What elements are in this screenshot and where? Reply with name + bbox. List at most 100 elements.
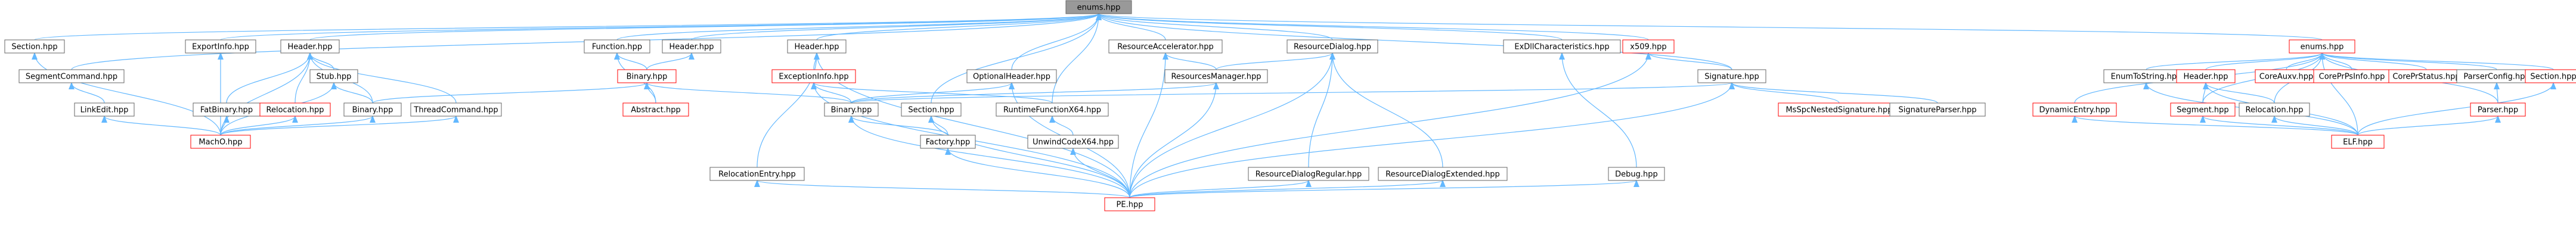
node-exdll[interactable]: ExDllCharacteristics.hpp: [1503, 39, 1621, 54]
node-box: [901, 102, 962, 117]
node-header_macho[interactable]: Header.hpp: [280, 39, 340, 54]
edge-macho-to-binary_macho: [220, 116, 373, 136]
node-label: OptionalHeader.hpp: [973, 73, 1050, 82]
node-box: [259, 102, 331, 117]
node-segment[interactable]: Segment.hpp: [2170, 102, 2236, 117]
node-relocation_elf[interactable]: Relocation.hpp: [2239, 102, 2310, 117]
node-macho[interactable]: MachO.hpp: [190, 135, 251, 149]
node-exceptioninfo[interactable]: ExceptionInfo.hpp: [771, 69, 856, 83]
node-dynamicentry[interactable]: DynamicEntry.hpp: [2032, 102, 2117, 117]
node-segmentcommand[interactable]: SegmentCommand.hpp: [18, 69, 125, 83]
node-box: [584, 39, 650, 54]
node-signatureparser[interactable]: SignatureParser.hpp: [1889, 102, 1986, 117]
node-runtimefunction[interactable]: RuntimeFunctionX64.hpp: [996, 102, 1109, 117]
node-box: [4, 39, 65, 54]
node-label: Header.hpp: [2183, 73, 2228, 82]
node-resourcedialogextended[interactable]: ResourceDialogExtended.hpp: [1378, 167, 1508, 181]
node-pe[interactable]: PE.hpp: [1104, 197, 1155, 211]
node-coreprstatus[interactable]: CorePrStatus.hpp: [2388, 69, 2465, 83]
edge-macho-to-header_macho: [220, 53, 310, 136]
node-header_abs[interactable]: Header.hpp: [662, 39, 721, 54]
node-box: [771, 69, 856, 83]
node-label: SegmentCommand.hpp: [26, 73, 117, 82]
node-factory[interactable]: Factory.hpp: [920, 135, 976, 149]
node-label: Factory.hpp: [926, 138, 971, 147]
node-label: Section.hpp: [908, 106, 954, 115]
node-x509[interactable]: x509.hpp: [1622, 39, 1675, 54]
node-linkedit[interactable]: LinkEdit.hpp: [74, 102, 135, 117]
node-binary_pe[interactable]: Binary.hpp: [824, 102, 879, 117]
edge-macho-to-fatbinary: [220, 116, 227, 136]
node-label: RelocationEntry.hpp: [718, 170, 796, 179]
node-threadcommand[interactable]: ThreadCommand.hpp: [410, 102, 502, 117]
node-box: [343, 102, 402, 117]
node-section_elf[interactable]: Section.hpp: [2525, 69, 2576, 83]
node-label: Abstract.hpp: [631, 106, 680, 115]
node-fatbinary[interactable]: FatBinary.hpp: [193, 102, 261, 117]
node-binary_macho[interactable]: Binary.hpp: [343, 102, 402, 117]
edge-macho-to-relocation_macho: [220, 116, 295, 136]
node-label: RuntimeFunctionX64.hpp: [1003, 106, 1101, 115]
node-abstract[interactable]: Abstract.hpp: [622, 102, 689, 117]
node-coreprpsinfo[interactable]: CorePrPsInfo.hpp: [2313, 69, 2391, 83]
edge-section_elf-to-enums_elf: [2322, 52, 2554, 70]
node-parser[interactable]: Parser.hpp: [2470, 102, 2526, 117]
node-header_pe[interactable]: Header.hpp: [787, 39, 847, 54]
edge-resourcedialogregular-to-resourcedialog: [1308, 53, 1332, 168]
edge-pe-to-resourcedialogextended: [1129, 180, 1443, 198]
edge-fatbinary-to-header_macho: [226, 53, 310, 104]
node-box: [190, 135, 251, 149]
edge-optionalheader-to-enums_root: [1011, 14, 1099, 70]
node-binary_abs[interactable]: Binary.hpp: [617, 69, 677, 83]
node-function[interactable]: Function.hpp: [584, 39, 650, 54]
node-box: [2170, 102, 2236, 117]
edge-parser-to-parserconfig: [2497, 83, 2498, 104]
node-stub[interactable]: Stub.hpp: [309, 69, 358, 83]
node-msspc[interactable]: MsSpcNestedSignature.hpp: [1778, 102, 1901, 117]
node-relocation_macho[interactable]: Relocation.hpp: [259, 102, 331, 117]
node-box: [2032, 102, 2117, 117]
edge-elf-to-dynamicentry: [2075, 116, 2358, 136]
node-label: enums.hpp: [2301, 43, 2344, 52]
node-exportinfo[interactable]: ExportInfo.hpp: [185, 39, 256, 54]
node-signature[interactable]: Signature.hpp: [1697, 69, 1766, 83]
node-section_top[interactable]: Section.hpp: [4, 39, 65, 54]
node-box: [1608, 167, 1665, 181]
node-section_pe[interactable]: Section.hpp: [901, 102, 962, 117]
node-label: Section.hpp: [2530, 73, 2576, 82]
node-enums_elf[interactable]: enums.hpp: [2289, 39, 2355, 54]
node-debug[interactable]: Debug.hpp: [1608, 167, 1665, 181]
node-header_elf[interactable]: Header.hpp: [2176, 69, 2236, 83]
edge-exdll-to-enums_root: [1099, 13, 1563, 40]
edge-segment-to-header_elf: [2202, 83, 2206, 104]
edge-threadcommand-to-header_macho: [310, 52, 457, 104]
edge-coreprstatus-to-enums_elf: [2322, 52, 2427, 70]
node-label: Stub.hpp: [317, 73, 352, 82]
node-box: [1697, 69, 1766, 83]
node-relocationentry[interactable]: RelocationEntry.hpp: [709, 167, 805, 181]
node-resourcedialogregular[interactable]: ResourceDialogRegular.hpp: [1248, 167, 1369, 181]
edge-elf-to-relocation_elf: [2274, 116, 2358, 136]
node-enumtostring[interactable]: EnumToString.hpp: [2103, 69, 2189, 83]
node-label: FatBinary.hpp: [200, 106, 253, 115]
edge-pe-to-factory: [948, 148, 1130, 198]
node-box: [2289, 39, 2355, 54]
node-resourcesmanager[interactable]: ResourcesManager.hpp: [1164, 69, 1268, 83]
edge-resourcesmanager-to-resourcedialog: [1216, 52, 1332, 70]
node-box: [996, 102, 1109, 117]
node-parserconfig[interactable]: ParserConfig.hpp: [2456, 69, 2537, 83]
edge-binary_macho-to-binary_abs: [372, 82, 647, 104]
node-label: SignatureParser.hpp: [1898, 106, 1976, 115]
node-resourceaccelerator[interactable]: ResourceAccelerator.hpp: [1108, 39, 1223, 54]
node-optionalheader[interactable]: OptionalHeader.hpp: [966, 69, 1057, 83]
node-resourcedialog[interactable]: ResourceDialog.hpp: [1287, 39, 1378, 54]
node-label: Section.hpp: [11, 43, 57, 52]
node-unwindcode[interactable]: UnwindCodeX64.hpp: [1027, 135, 1119, 149]
node-label: ExportInfo.hpp: [192, 43, 249, 52]
node-box: [1248, 167, 1369, 181]
node-box: [2176, 69, 2236, 83]
node-coreauxv[interactable]: CoreAuxv.hpp: [2255, 69, 2318, 83]
node-enums_root[interactable]: enums.hpp: [1065, 0, 1132, 14]
node-elf[interactable]: ELF.hpp: [2331, 135, 2385, 149]
